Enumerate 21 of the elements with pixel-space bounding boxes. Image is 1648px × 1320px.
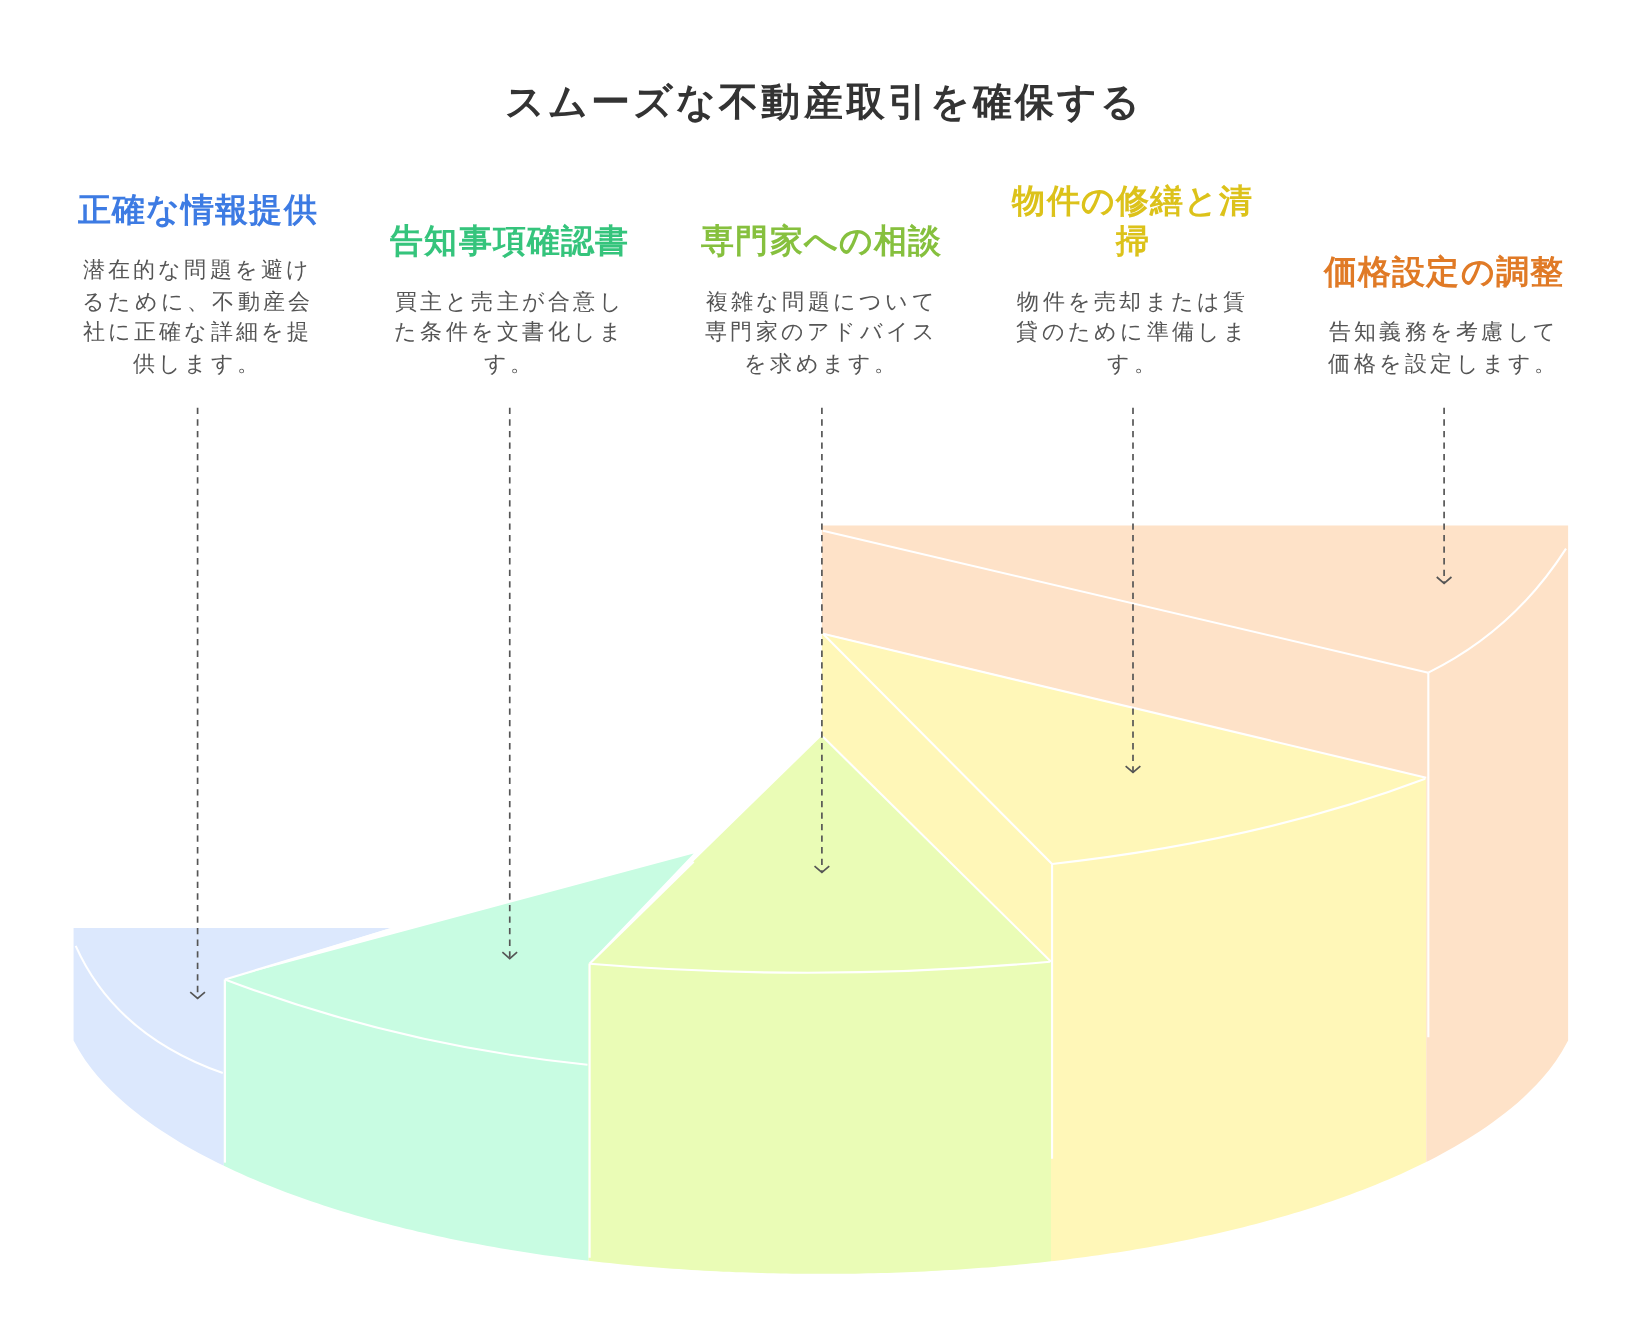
step-heading: 価格設定の調整 — [1324, 252, 1565, 293]
step-heading: 物件の修繕と清掃 — [1010, 181, 1255, 262]
step-heading: 告知事項確認書 — [390, 221, 630, 262]
leader-arrow — [501, 406, 518, 960]
pie-slice — [821, 632, 1427, 1262]
pie-slice — [588, 735, 1051, 1274]
leader-arrow — [1435, 406, 1453, 585]
pie-slice — [73, 928, 391, 1166]
step-description: 買主と売主が合意した条件を文書化します。 — [393, 287, 627, 377]
step-description: 物件を売却または賃貸のために準備します。 — [1015, 287, 1251, 377]
pie-slice — [821, 525, 1569, 1162]
step-description: 潜在的な問題を避けるために、不動産会社に正確な詳細を提供します。 — [81, 256, 315, 377]
leader-arrow — [1124, 406, 1142, 774]
step-description: 告知義務を考慮して価格を設定します。 — [1327, 318, 1561, 377]
leader-arrow — [813, 406, 831, 874]
step-heading: 正確な情報提供 — [77, 190, 318, 231]
leader-arrow — [189, 406, 206, 1000]
step-description: 複雑な問題について専門家のアドバイスを求めます。 — [704, 287, 940, 377]
pie-slice — [223, 853, 694, 1261]
diagram-title: スムーズな不動産取引を確保する — [505, 78, 1143, 125]
step-heading: 専門家への相談 — [701, 221, 943, 262]
